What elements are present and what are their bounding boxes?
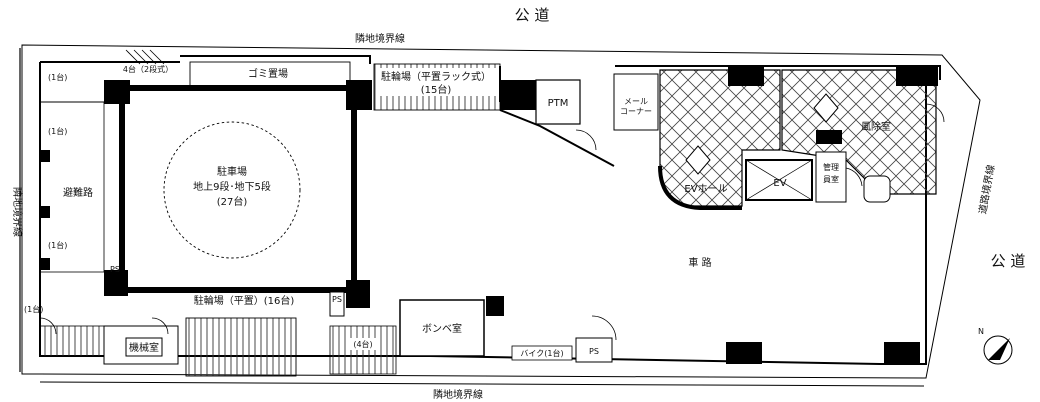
ev-hall-label: EVホール bbox=[684, 183, 727, 195]
ps-label: PS bbox=[332, 295, 342, 304]
north-arrow-icon: N bbox=[978, 327, 1013, 365]
evacuation-label: 避難路 bbox=[63, 186, 93, 199]
parking-label-2: 地上9段･地下5段 bbox=[193, 180, 271, 193]
bike-1-label: バイク(1台) bbox=[520, 348, 563, 358]
cylinder-room-label: ボンベ室 bbox=[422, 322, 462, 335]
windbreak-compass-icon bbox=[813, 93, 839, 123]
bike-icons bbox=[125, 49, 165, 65]
ps-bottom-label: PS bbox=[589, 347, 599, 356]
parking-label-3: (27台) bbox=[217, 195, 248, 208]
parking-shaft bbox=[119, 85, 357, 293]
ps-small-label: PS bbox=[110, 265, 120, 274]
manager-label-2: 員室 bbox=[823, 174, 839, 184]
boundary-left: 隣地境界線 bbox=[11, 187, 24, 237]
left-count-1: (1台) bbox=[48, 72, 67, 82]
mail-label-2: コーナー bbox=[620, 107, 652, 116]
mail-label-1: メール bbox=[624, 97, 648, 106]
bicycle-rack-count: (15台) bbox=[421, 83, 452, 96]
ptm-label: PTM bbox=[548, 98, 569, 109]
parking-label-1: 駐車場 bbox=[217, 165, 247, 178]
lobby-compass-icon bbox=[685, 145, 711, 175]
manager-room bbox=[815, 151, 847, 203]
boundary-road: 道路境界線 bbox=[976, 164, 997, 215]
bike-1-slot bbox=[511, 345, 573, 361]
machine-room-label: 機械室 bbox=[129, 341, 159, 354]
left-count-3: (1台) bbox=[48, 240, 67, 250]
bike-4-bottom-label: (4台) bbox=[353, 339, 372, 349]
cylinder-room bbox=[399, 299, 485, 357]
site-boundary bbox=[21, 44, 981, 379]
bicycle-flat-label: 駐輪場（平置）(16台) bbox=[194, 294, 295, 307]
ps-box bbox=[329, 291, 345, 317]
ps-bottom-box bbox=[575, 337, 613, 363]
turntable bbox=[163, 121, 301, 259]
garbage-area bbox=[189, 61, 351, 87]
boundary-top: 隣地境界線 bbox=[355, 32, 405, 45]
driveway-label: 車 路 bbox=[688, 256, 711, 269]
mail-corner bbox=[613, 73, 659, 131]
svg-text:N: N bbox=[978, 327, 984, 336]
left-count-2: (1台) bbox=[48, 126, 67, 136]
bicycle-flat-area bbox=[185, 317, 297, 377]
boundary-bottom: 隣地境界線 bbox=[433, 388, 483, 401]
left-count-4: (1台) bbox=[24, 304, 43, 314]
ptm-room bbox=[535, 79, 581, 125]
door-swings bbox=[39, 103, 945, 341]
garbage-label: ゴミ置場 bbox=[248, 67, 288, 80]
manager-label-1: 管理 bbox=[823, 162, 839, 172]
windbreak-label: 風除室 bbox=[861, 120, 891, 133]
public-road-top: 公 道 bbox=[515, 6, 550, 24]
public-road-right: 公 道 bbox=[991, 252, 1026, 270]
bike-4-label: 4台（2段式） bbox=[123, 64, 173, 74]
bicycle-rack-label: 駐輪場（平置ラック式） bbox=[381, 70, 491, 83]
ev-label: EV bbox=[773, 178, 786, 189]
